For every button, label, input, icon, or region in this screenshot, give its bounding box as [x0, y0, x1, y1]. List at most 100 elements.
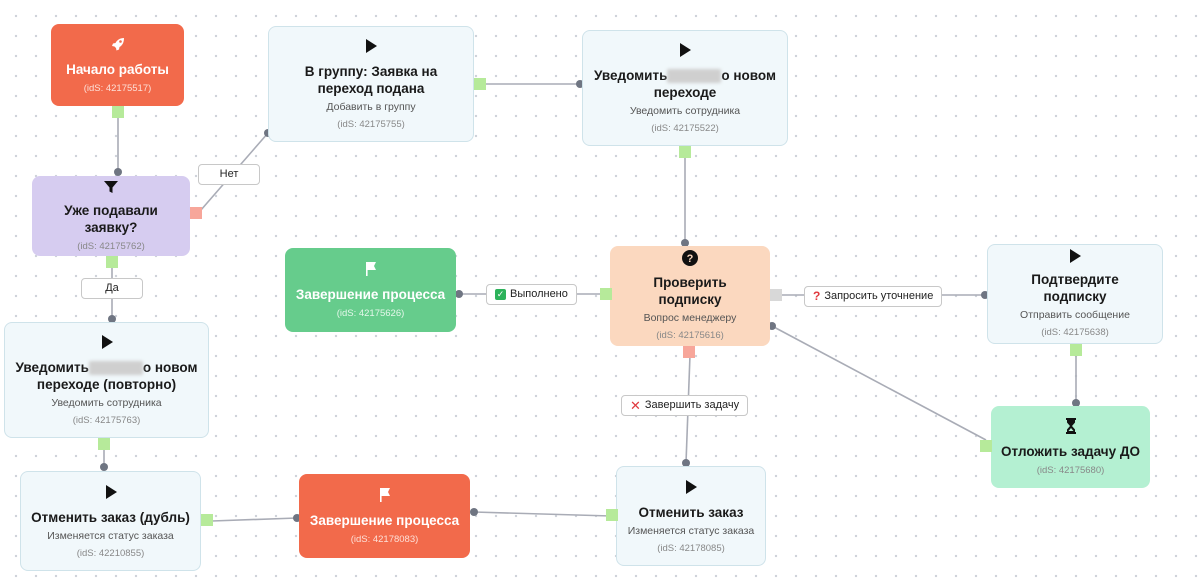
- port-out[interactable]: [98, 438, 110, 450]
- node-subtitle: Изменяется статус заказа: [47, 529, 174, 542]
- label-text: Выполнено: [510, 288, 568, 300]
- node-id: (idS: 42175680): [1036, 465, 1105, 476]
- label-text: Завершить задачу: [644, 399, 740, 411]
- play-icon: [105, 483, 117, 501]
- port-out[interactable]: [679, 146, 691, 158]
- redacted-name: [667, 69, 722, 84]
- node-title: Уже подавали заявку?: [64, 202, 158, 235]
- edge-label-finish-task[interactable]: ✕ Завершить задачу: [621, 395, 749, 416]
- port-ask[interactable]: [770, 289, 782, 301]
- node-confirm[interactable]: Подтвердите подписку Отправить сообщение…: [987, 244, 1163, 344]
- port-no[interactable]: [190, 207, 202, 219]
- port-out[interactable]: [606, 509, 618, 521]
- label-text: Нет: [219, 168, 239, 180]
- port-out[interactable]: [474, 78, 486, 90]
- hourglass-icon: [1065, 417, 1077, 435]
- play-icon: [101, 333, 113, 351]
- title-part: Уведомить: [15, 360, 89, 375]
- redacted-name: [88, 361, 143, 376]
- node-cancel[interactable]: Отменить заказ Изменяется статус заказа …: [616, 466, 766, 566]
- node-title: Завершение процесса: [295, 287, 446, 302]
- endpoint-dot: [470, 508, 478, 516]
- node-title: Начало работы: [66, 62, 169, 77]
- node-delay[interactable]: Отложить задачу ДО (idS: 42175680): [991, 406, 1150, 488]
- endpoint-dot: [682, 459, 690, 467]
- node-filter[interactable]: Уже подавали заявку? (idS: 42175762): [32, 176, 190, 256]
- play-icon: [365, 37, 377, 55]
- node-id: (idS: 42178083): [350, 534, 419, 545]
- play-icon: [1069, 249, 1081, 263]
- node-id: (idS: 42175755): [337, 119, 405, 130]
- title-part: о новом переходе: [653, 68, 776, 100]
- edge-label-yes[interactable]: Да: [81, 278, 143, 299]
- node-to-group[interactable]: В группу: Заявка на переход подана Добав…: [268, 26, 474, 142]
- node-id: (idS: 42175638): [1041, 327, 1109, 338]
- port-done[interactable]: [600, 288, 612, 300]
- port-out[interactable]: [112, 106, 124, 118]
- endpoint-dot: [455, 290, 463, 298]
- title-part: Уведомить: [594, 68, 668, 83]
- flag-icon: [364, 260, 378, 278]
- rocket-icon: [110, 35, 126, 53]
- node-finish-green[interactable]: Завершение процесса (idS: 42175626): [285, 248, 456, 332]
- node-subtitle: Изменяется статус заказа: [627, 524, 755, 537]
- node-subtitle: Вопрос менеджеру: [643, 312, 737, 324]
- endpoint-dot: [114, 168, 122, 176]
- node-subtitle: Уведомить сотрудника: [51, 397, 162, 409]
- edge-label-ask[interactable]: ? Запросить уточнение: [804, 286, 943, 307]
- port-yes[interactable]: [106, 256, 118, 268]
- node-id: (idS: 42175626): [336, 308, 405, 319]
- question-mark-icon: ?: [813, 289, 821, 303]
- node-id: (idS: 42175762): [77, 240, 145, 252]
- node-start[interactable]: Начало работы (idS: 42175517): [51, 24, 184, 106]
- svg-text:?: ?: [687, 253, 694, 265]
- node-title: Отложить задачу ДО: [1001, 444, 1140, 459]
- node-id: (idS: 42175517): [83, 83, 152, 94]
- node-subtitle: Уведомить сотрудника: [629, 105, 741, 117]
- node-title: Отменить заказ (дубль): [31, 509, 190, 525]
- node-id: (idS: 42175616): [656, 330, 724, 341]
- node-title: Завершение процесса: [309, 513, 460, 528]
- endpoint-dot: [1072, 399, 1080, 407]
- edge-delay-check: [771, 325, 987, 441]
- node-finish-red[interactable]: Завершение процесса (idS: 42178083): [299, 474, 470, 558]
- node-check[interactable]: ? Проверить подписку Вопрос менеджеру (i…: [610, 246, 770, 346]
- port-out[interactable]: [201, 514, 213, 526]
- node-title: Отменить заказ: [638, 504, 744, 520]
- question-icon: ?: [682, 250, 698, 266]
- cross-icon: ✕: [630, 398, 641, 413]
- funnel-icon: [104, 180, 118, 194]
- endpoint-dot: [108, 315, 116, 323]
- play-icon: [685, 478, 697, 496]
- endpoint-dot: [100, 463, 108, 471]
- node-id: (idS: 42178085): [657, 542, 725, 554]
- node-subtitle: Добавить в группу: [326, 101, 416, 113]
- node-title: Подтвердите подписку: [1031, 272, 1119, 304]
- edge-label-no[interactable]: Нет: [198, 164, 260, 185]
- label-text: Запросить уточнение: [824, 290, 934, 302]
- node-id: (idS: 42210855): [76, 547, 145, 559]
- port-out[interactable]: [980, 440, 992, 452]
- node-subtitle: Отправить сообщение: [1020, 309, 1130, 321]
- play-icon: [679, 41, 691, 59]
- edge-cancel-finishred: [473, 511, 612, 517]
- node-id: (idS: 42175763): [72, 415, 141, 426]
- port-finish-task[interactable]: [683, 346, 695, 358]
- node-title: Проверить подписку: [653, 275, 727, 307]
- port-out[interactable]: [1070, 344, 1082, 356]
- edge-label-done[interactable]: ✓ Выполнено: [486, 284, 577, 305]
- title-part: о новом переходе (повторно): [36, 360, 198, 392]
- node-cancel-dup[interactable]: Отменить заказ (дубль) Изменяется статус…: [20, 471, 201, 571]
- node-title: В группу: Заявка на переход подана: [304, 64, 438, 96]
- check-icon: ✓: [495, 289, 506, 300]
- flag-icon: [378, 486, 392, 504]
- label-text: Да: [105, 282, 119, 294]
- endpoint-dot: [681, 239, 689, 247]
- endpoint-dot: [768, 322, 776, 330]
- edge-canceldup-finishred: [211, 517, 298, 522]
